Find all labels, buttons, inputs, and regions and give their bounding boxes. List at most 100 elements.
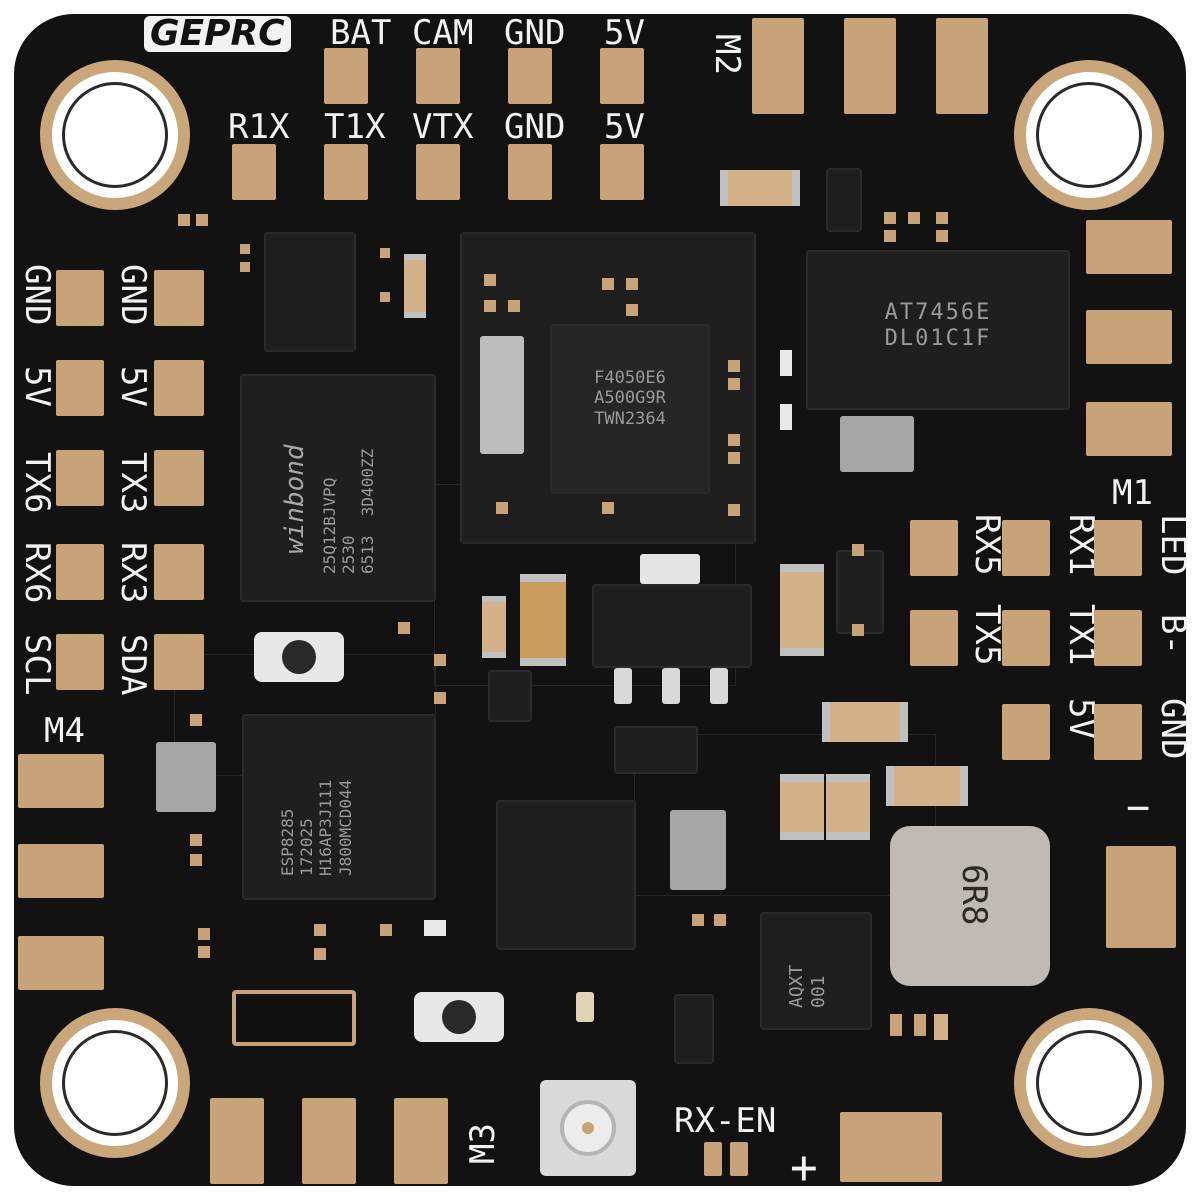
smd-part <box>852 544 864 556</box>
tantalum-capacitor <box>520 574 566 666</box>
solder-pad <box>56 634 104 690</box>
smd-part <box>380 924 392 936</box>
solder-pad <box>154 270 204 326</box>
solder-pad <box>154 360 204 416</box>
pad-label-gnd: GND <box>504 13 566 53</box>
pad-label-left-rx6: RX6 <box>17 542 57 604</box>
motor-pad-m2 <box>844 18 896 114</box>
smd-part <box>190 854 202 866</box>
solder-pad <box>910 520 958 576</box>
solder-pad <box>324 144 368 200</box>
mounting-hole-top-left <box>40 60 190 210</box>
polarity-minus: − <box>1126 785 1151 831</box>
smd-part <box>496 502 508 514</box>
solder-pad <box>154 544 204 600</box>
solder-pad <box>508 144 552 200</box>
solder-pad <box>232 144 276 200</box>
solder-pad <box>1002 520 1050 576</box>
regulator-chip <box>264 232 356 352</box>
capacitor <box>720 170 800 206</box>
smd-part <box>626 304 638 316</box>
smd-part <box>190 714 202 726</box>
smd-part <box>198 928 210 940</box>
pad-label-cam: CAM <box>412 13 474 53</box>
motor-pad-m4 <box>18 844 104 898</box>
smd-part <box>852 624 864 636</box>
solder-pad <box>56 270 104 326</box>
smd-part <box>602 502 614 514</box>
rx-en-pad <box>704 1142 722 1176</box>
motor-label-m3: M3 <box>463 1123 503 1164</box>
motor-pad-m3 <box>394 1098 448 1184</box>
smd-part <box>198 946 210 958</box>
connector-pin <box>582 1122 594 1134</box>
capacitor <box>780 774 824 840</box>
smd-part <box>936 212 948 224</box>
smd-part <box>178 214 190 226</box>
pad-label-inner-tx3: TX3 <box>113 452 153 514</box>
smd-part <box>190 834 202 846</box>
solder-pad <box>324 48 368 104</box>
pad-label-rx5: RX5 <box>967 514 1007 576</box>
solder-pad <box>154 450 204 506</box>
component <box>488 670 532 722</box>
solder-pad <box>1002 610 1050 666</box>
reset-button[interactable] <box>414 992 504 1042</box>
pad-label-5v-right: 5V <box>1061 698 1101 739</box>
pad-label-vtx: VTX <box>412 107 474 147</box>
solder-pad <box>1094 520 1142 576</box>
smd-part <box>936 230 948 242</box>
polarity-plus: + <box>790 1140 818 1194</box>
pad-label-5v: 5V <box>604 13 645 53</box>
solder-pad <box>56 360 104 416</box>
capacitor <box>886 766 968 806</box>
smd-part <box>692 914 704 926</box>
solder-pad <box>416 144 460 200</box>
capacitor <box>780 564 824 656</box>
component <box>576 992 594 1022</box>
smd-part <box>884 212 896 224</box>
mounting-hole-bottom-right <box>1014 1008 1164 1158</box>
mcu-chip: F4050E6 A500G9R TWN2364 <box>550 324 710 494</box>
smd-part <box>434 654 446 666</box>
led <box>780 350 792 376</box>
pad-label-inner-sda: SDA <box>113 634 153 696</box>
regulator-pin <box>710 668 728 704</box>
crystal-outline <box>232 990 356 1046</box>
pad-label-inner-5v: 5V <box>113 366 153 407</box>
pad-label-t1x: T1X <box>324 107 386 147</box>
pad-label-rx1: RX1 <box>1061 514 1101 576</box>
rx-en-label: RX-EN <box>674 1101 777 1141</box>
regulator-pin <box>614 668 632 704</box>
esp-marking: ESP8285 172025 H16AP3J111 J800MCD044 <box>278 779 355 876</box>
pad-label-gnd-2: GND <box>504 107 566 147</box>
pad-label-left-gnd: GND <box>17 264 57 326</box>
motor-pad-m2 <box>752 18 804 114</box>
led <box>424 920 446 936</box>
brand-logo: GEPRC <box>144 16 291 52</box>
smd-part <box>398 622 410 634</box>
smd-part <box>728 504 740 516</box>
osd-marking: AT7456E DL01C1F <box>884 300 992 352</box>
component <box>670 810 726 890</box>
smd-part <box>380 248 390 258</box>
mounting-hole-top-right <box>1014 60 1164 210</box>
solder-pad <box>600 48 644 104</box>
ufl-antenna-connector <box>540 1080 636 1176</box>
boot-button[interactable] <box>254 632 344 682</box>
pad-label-led: LED <box>1153 514 1193 576</box>
smd-part <box>728 378 740 390</box>
motor-label-m2: M2 <box>707 34 747 75</box>
diode <box>614 726 698 774</box>
battery-pad-positive <box>840 1112 942 1182</box>
pad-label-r1x: R1X <box>228 107 290 147</box>
solder-pad <box>910 610 958 666</box>
smd-part <box>380 292 390 302</box>
smd-part <box>508 300 520 312</box>
solder-pad <box>1002 704 1050 760</box>
pad-label-tx5: TX5 <box>967 604 1007 666</box>
smd-part <box>884 230 896 242</box>
pad-label-left-scl: SCL <box>17 634 57 696</box>
component <box>156 742 216 812</box>
pad-label-left-tx6: TX6 <box>17 452 57 514</box>
